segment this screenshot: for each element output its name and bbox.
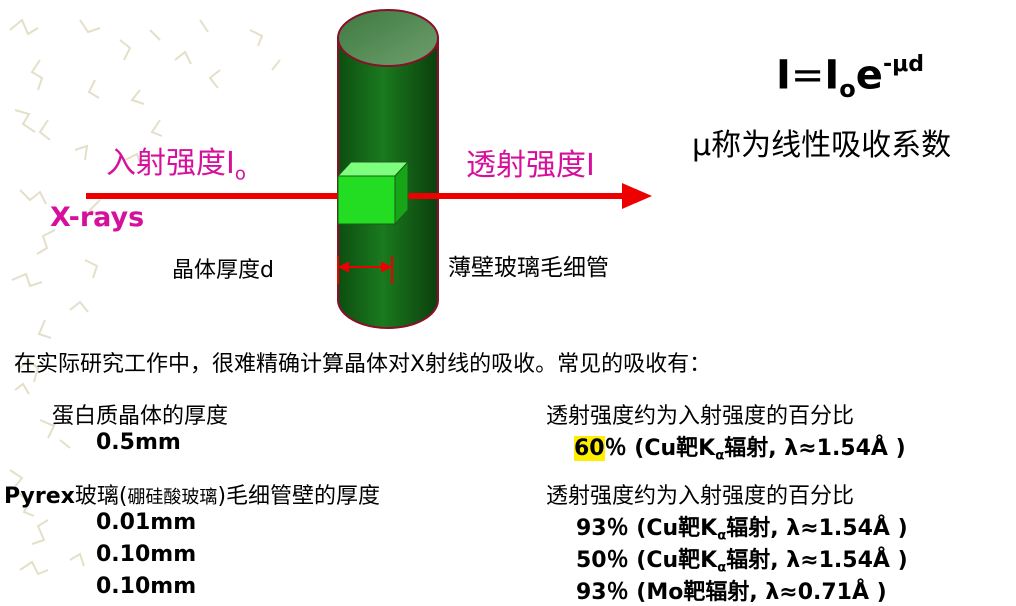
formula: I=Ioe-μd	[776, 52, 925, 103]
transmission-row-1: 93％ (Cu靶Kα辐射, λ≈1.54Å )	[576, 516, 908, 544]
pyrex-thickness-2: 0.10mm	[96, 542, 197, 567]
pyrex-thickness-1: 0.01mm	[96, 510, 197, 535]
protein-thickness: 0.5mm	[96, 430, 181, 455]
incident-intensity-label: 入射强度Io	[106, 146, 246, 185]
pyrex-thickness-3: 0.10mm	[96, 574, 197, 599]
capillary-label: 薄壁玻璃毛细管	[448, 255, 609, 281]
transmission-row-0: 60％ (Cu靶Kα辐射, λ≈1.54Å )	[574, 436, 906, 464]
intro-text: 在实际研究工作中，很难精确计算晶体对X射线的吸收。常见的吸收有：	[14, 352, 712, 377]
formula-description: μ称为线性吸收系数	[692, 128, 952, 163]
thickness-dimension	[337, 256, 393, 284]
transmitted-intensity-label: 透射强度I	[466, 148, 595, 183]
pyrex-header: Pyrex玻璃(硼硅酸玻璃)毛细管壁的厚度	[4, 484, 381, 509]
crystal-thickness-label: 晶体厚度d	[172, 258, 274, 283]
crystal-cube	[336, 160, 410, 226]
transmission-row-2: 50％ (Cu靶Kα辐射, λ≈1.54Å )	[576, 548, 908, 576]
capillary-top	[337, 9, 439, 67]
transmission-row-3: 93％ (Mo靶辐射, λ≈0.71Å )	[576, 580, 887, 605]
transmission-header-1: 透射强度约为入射强度的百分比	[546, 404, 855, 429]
transmission-header-2: 透射强度约为入射强度的百分比	[546, 484, 855, 509]
protein-header: 蛋白质晶体的厚度	[52, 404, 229, 429]
xray-label: X-rays	[50, 202, 145, 233]
beam-arrowhead	[622, 183, 652, 209]
